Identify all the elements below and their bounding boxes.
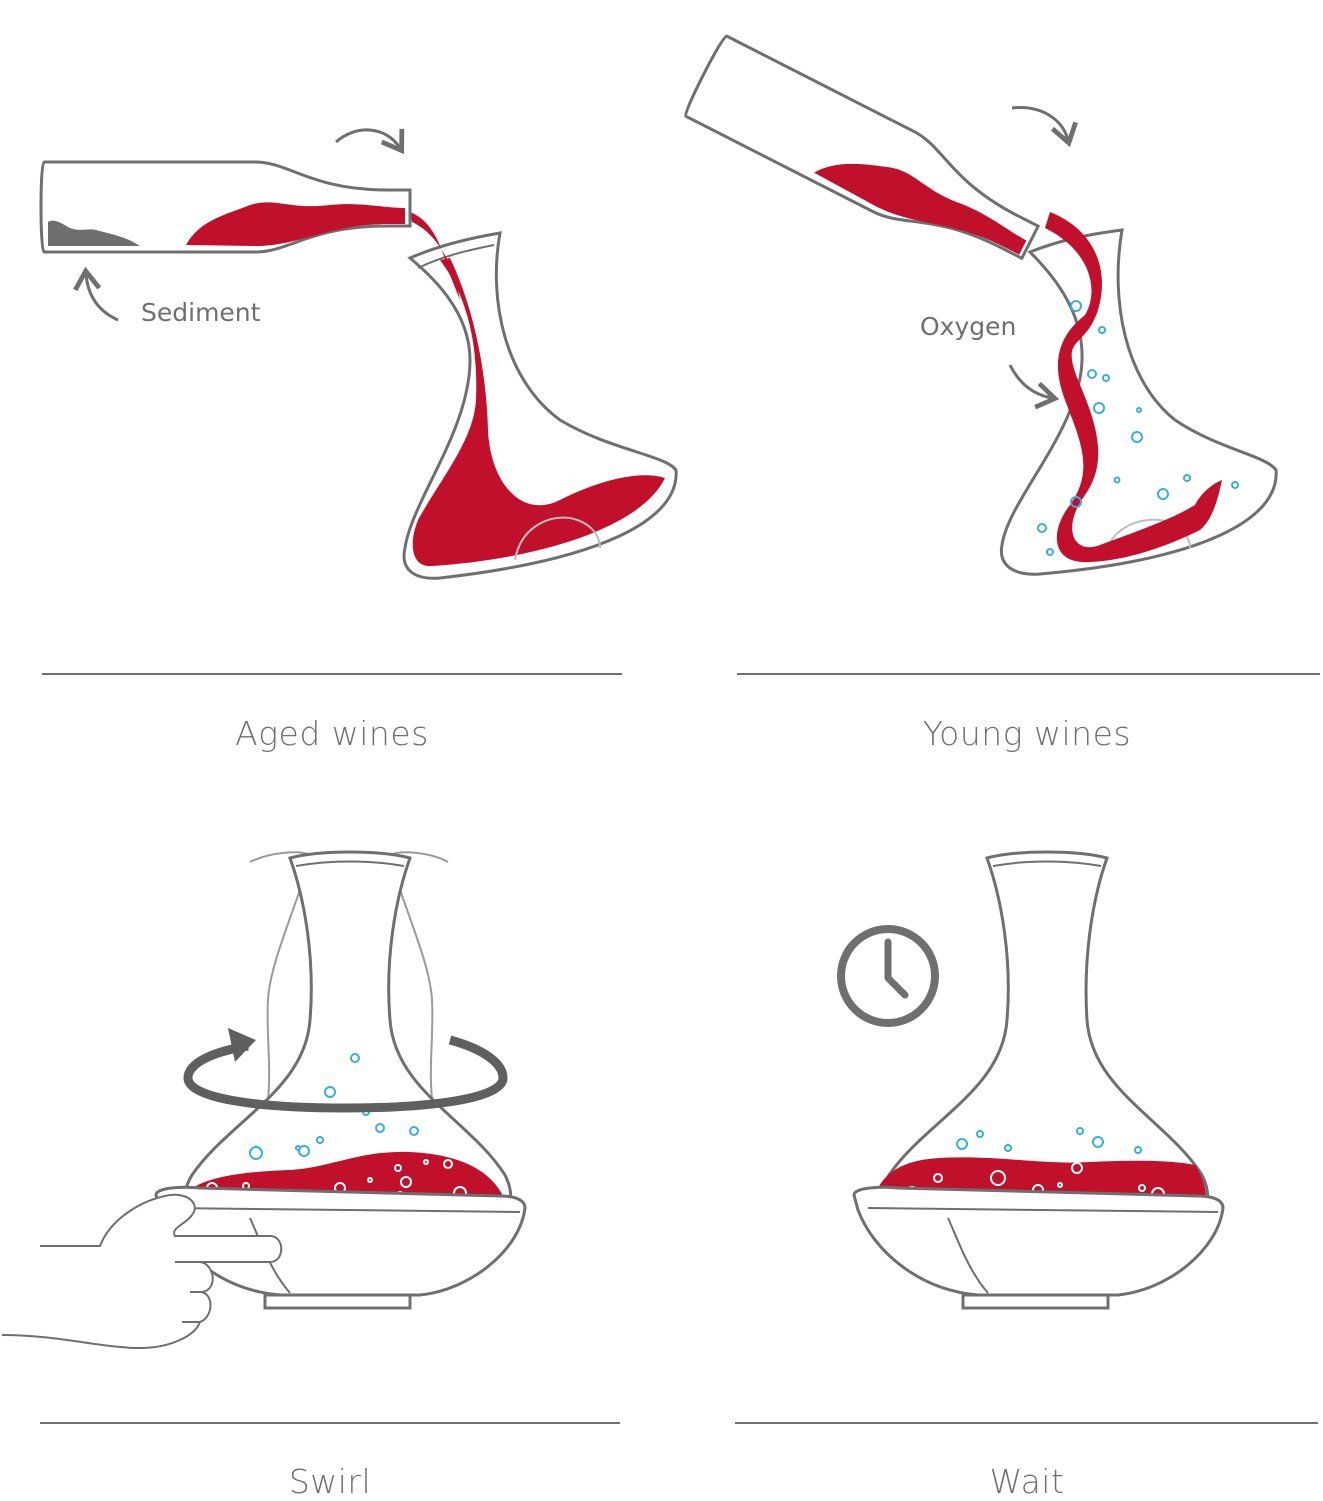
- divider-young: [737, 673, 1320, 675]
- divider-aged: [42, 673, 622, 675]
- decanter-icon: [872, 850, 1210, 1217]
- clock-icon: [837, 925, 939, 1027]
- rotate-icon: [183, 1028, 508, 1113]
- divider-swirl: [40, 1422, 620, 1424]
- decanter-icon: [999, 212, 1278, 576]
- sediment-label: Sediment: [141, 298, 261, 327]
- decanter-icon: [402, 231, 678, 580]
- bottle-icon: [39, 160, 412, 254]
- aged-wines-illustration: [39, 128, 678, 580]
- arrow-icon: [1011, 106, 1078, 148]
- caption-young-wines: Young wines: [922, 714, 1132, 753]
- bottle-icon: [684, 34, 1041, 261]
- wait-illustration: [837, 850, 1225, 1310]
- swirl-illustration: [1, 850, 527, 1350]
- arrow-icon: [73, 266, 119, 322]
- sediment: [48, 220, 140, 246]
- arrow-icon: [335, 128, 405, 155]
- arrow-icon: [1008, 364, 1060, 410]
- oxygen-label: Oxygen: [920, 312, 1017, 341]
- hand-icon: [1, 1193, 283, 1350]
- caption-aged-wines: Aged wines: [235, 714, 429, 753]
- caption-swirl: Swirl: [288, 1462, 372, 1501]
- divider-wait: [735, 1422, 1318, 1424]
- wine-stream: [410, 212, 460, 300]
- caption-wait: Wait: [989, 1462, 1065, 1501]
- young-wines-illustration: [684, 34, 1278, 576]
